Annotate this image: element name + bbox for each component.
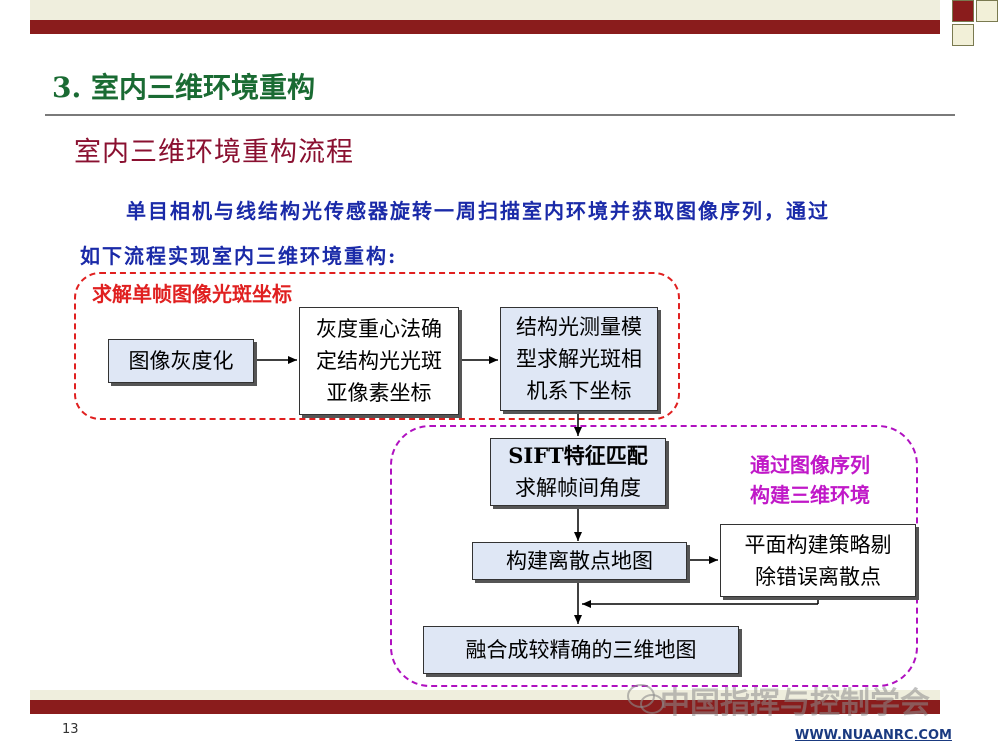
flow-step-camera-coords: 结构光测量模 型求解光斑相 机系下坐标 (500, 307, 658, 411)
flow-step-camera-coords-line-1: 结构光测量模 (516, 315, 642, 339)
single-frame-group-label: 求解单帧图像光斑坐标 (92, 282, 292, 306)
header-square-light-2 (976, 0, 998, 22)
description-line-2: 如下流程实现室内三维环境重构: (80, 244, 398, 268)
flow-step-plane-filter-line-2: 除错误离散点 (755, 564, 881, 589)
flow-step-plane-filter: 平面构建策略剔 除错误离散点 (720, 524, 916, 597)
wechat-icon (627, 684, 664, 714)
title-divider (45, 114, 955, 116)
flow-step-point-map-text: 构建离散点地图 (506, 549, 653, 573)
flow-step-point-map: 构建离散点地图 (472, 542, 687, 580)
flow-step-camera-coords-line-2: 型求解光斑相 (516, 347, 642, 371)
footer-bar (30, 700, 940, 714)
slide-subtitle: 室内三维环境重构流程 (74, 137, 354, 168)
flow-step-fusion: 融合成较精确的三维地图 (423, 626, 739, 674)
flow-step-sift-line-1: SIFT特征匹配 (508, 443, 648, 468)
flow-step-subpixel-line-3: 亚像素坐标 (326, 381, 432, 405)
header-square-red (952, 0, 974, 22)
header-bar (30, 20, 940, 34)
header-band (30, 0, 940, 20)
watermark-text: 中国指挥与控制学会 (660, 686, 930, 721)
flow-step-sift: SIFT特征匹配 求解帧间角度 (490, 438, 666, 506)
sequence-group (390, 425, 918, 687)
flow-step-grayscale-text: 图像灰度化 (128, 349, 234, 373)
flow-step-subpixel-line-1: 灰度重心法确 (316, 317, 442, 341)
flow-step-plane-filter-line-1: 平面构建策略剔 (744, 532, 892, 557)
single-frame-group (74, 272, 680, 420)
footer-band (30, 690, 940, 700)
flow-step-subpixel-line-2: 定结构光光斑 (316, 349, 442, 373)
flow-step-fusion-text: 融合成较精确的三维地图 (465, 638, 697, 662)
sequence-group-label-line-2: 构建三维环境 (750, 483, 870, 507)
flow-step-grayscale: 图像灰度化 (108, 339, 254, 383)
slide-title: 3. 室内三维环境重构 (52, 71, 315, 104)
footer-url[interactable]: WWW.NUAANRC.COM (795, 728, 952, 743)
sequence-group-label-line-1: 通过图像序列 (750, 453, 870, 477)
page-number: 13 (62, 722, 79, 737)
sequence-group-label: 通过图像序列 构建三维环境 (705, 450, 915, 510)
flow-step-sift-line-2: 求解帧间角度 (515, 476, 641, 500)
description-line-1: 单目相机与线结构光传感器旋转一周扫描室内环境并获取图像序列，通过 (126, 199, 830, 223)
flow-step-camera-coords-line-3: 机系下坐标 (526, 379, 632, 403)
header-square-light (952, 24, 974, 46)
flow-step-subpixel: 灰度重心法确 定结构光光斑 亚像素坐标 (299, 307, 459, 415)
